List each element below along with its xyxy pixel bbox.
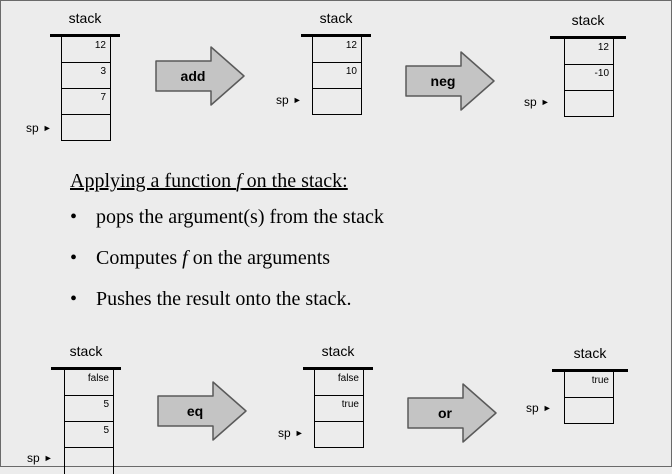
stack-body: false true xyxy=(314,370,364,448)
stack-cell: 5 xyxy=(65,396,113,422)
stack-top-bar xyxy=(550,36,626,39)
stack-cell xyxy=(565,398,613,424)
stack-body: true xyxy=(564,372,614,424)
stack-top-bar xyxy=(301,34,371,37)
stack-cell: -10 xyxy=(565,65,613,91)
stack-cell xyxy=(565,91,613,117)
bullet-icon: • xyxy=(70,288,78,310)
stack-pointer-top-1: sp► xyxy=(26,121,52,135)
stack-cell xyxy=(65,448,113,474)
stack-cell: true xyxy=(315,396,363,422)
stack-cell: 7 xyxy=(62,89,110,115)
caption-title-suffix: on the stack: xyxy=(241,170,348,192)
pointer-arrow-icon: ► xyxy=(540,97,550,107)
pointer-arrow-icon: ► xyxy=(42,123,52,133)
operation-label: eq xyxy=(186,403,204,419)
stack-body: 12 10 xyxy=(312,37,362,115)
sp-label: sp xyxy=(27,451,40,465)
sp-label: sp xyxy=(278,426,291,440)
item-text: Pushes the result onto the stack. xyxy=(96,288,352,310)
item-text: Computes xyxy=(96,247,183,269)
stack-bottom-1: stack false 5 5 xyxy=(51,343,121,474)
operation-arrow-or: or xyxy=(405,382,499,445)
sp-label: sp xyxy=(26,121,39,135)
stack-pointer-top-3: sp► xyxy=(524,95,550,109)
block-arrow-icon xyxy=(407,383,497,443)
stack-cell: 10 xyxy=(313,63,361,89)
stack-title: stack xyxy=(321,343,355,359)
operation-label: add xyxy=(180,68,206,84)
pointer-arrow-icon: ► xyxy=(294,428,304,438)
stack-top-bar xyxy=(552,369,628,372)
stack-body: false 5 5 xyxy=(64,370,114,474)
caption-title-prefix: Applying a function xyxy=(70,170,237,192)
stack-title: stack xyxy=(573,345,607,361)
stack-cell: false xyxy=(315,370,363,396)
bullet-list: • pops the argument(s) from the stack • Co… xyxy=(70,206,384,329)
stack-cell xyxy=(313,89,361,115)
item-text-after: on the arguments xyxy=(187,247,331,269)
list-item: • Pushes the result onto the stack. xyxy=(70,288,384,329)
stack-body: 12 3 7 xyxy=(61,37,111,141)
stack-pointer-bottom-3: sp► xyxy=(526,401,552,415)
stack-cell: true xyxy=(565,372,613,398)
stack-cell: 12 xyxy=(62,37,110,63)
operation-arrow-neg: neg xyxy=(403,50,497,113)
block-arrow-icon xyxy=(157,381,247,441)
operation-label: or xyxy=(438,405,452,421)
bullet-icon: • xyxy=(70,247,78,269)
stack-pointer-top-2: sp► xyxy=(276,93,302,107)
block-arrow-icon xyxy=(155,46,245,106)
stack-top-bar xyxy=(50,34,120,37)
stack-title: stack xyxy=(319,10,353,26)
operation-label: neg xyxy=(430,73,456,89)
stack-cell: 5 xyxy=(65,422,113,448)
pointer-arrow-icon: ► xyxy=(542,403,552,413)
stack-body: 12 -10 xyxy=(564,39,614,117)
stack-title: stack xyxy=(68,10,102,26)
operation-arrow-add: add xyxy=(153,45,247,108)
pointer-arrow-icon: ► xyxy=(43,453,53,463)
stack-top-bar xyxy=(303,367,373,370)
stack-top-bar xyxy=(51,367,121,370)
stack-cell xyxy=(315,422,363,448)
stack-cell: false xyxy=(65,370,113,396)
stack-top-2: stack 12 10 xyxy=(301,10,371,120)
item-fn: f xyxy=(182,247,188,269)
block-arrow-icon xyxy=(405,51,495,111)
stack-title: stack xyxy=(69,343,103,359)
explanation-text: Applying a function f on the stack: • pop… xyxy=(70,170,384,329)
sp-label: sp xyxy=(524,95,537,109)
item-text: pops the argument(s) from the stack xyxy=(96,206,384,228)
sp-label: sp xyxy=(276,93,289,107)
operation-arrow-eq: eq xyxy=(155,380,249,443)
stack-cell: 12 xyxy=(565,39,613,65)
sp-label: sp xyxy=(526,401,539,415)
stack-title: stack xyxy=(571,12,605,28)
list-item: • pops the argument(s) from the stack xyxy=(70,206,384,247)
stack-cell: 3 xyxy=(62,63,110,89)
caption-title-fn: f xyxy=(236,170,242,192)
caption-title: Applying a function f on the stack: xyxy=(70,170,384,196)
stack-bottom-3: stack true xyxy=(552,345,628,435)
bullet-icon: • xyxy=(70,206,78,228)
list-item: • Computes f on the arguments xyxy=(70,247,384,288)
stack-pointer-bottom-1: sp► xyxy=(27,451,53,465)
pointer-arrow-icon: ► xyxy=(292,95,302,105)
stack-bottom-2: stack false true xyxy=(303,343,373,453)
stack-cell xyxy=(62,115,110,141)
stack-top-1: stack 12 3 7 xyxy=(50,10,120,141)
stack-pointer-bottom-2: sp► xyxy=(278,426,304,440)
stack-cell: 12 xyxy=(313,37,361,63)
stack-top-3: stack 12 -10 xyxy=(550,12,626,122)
